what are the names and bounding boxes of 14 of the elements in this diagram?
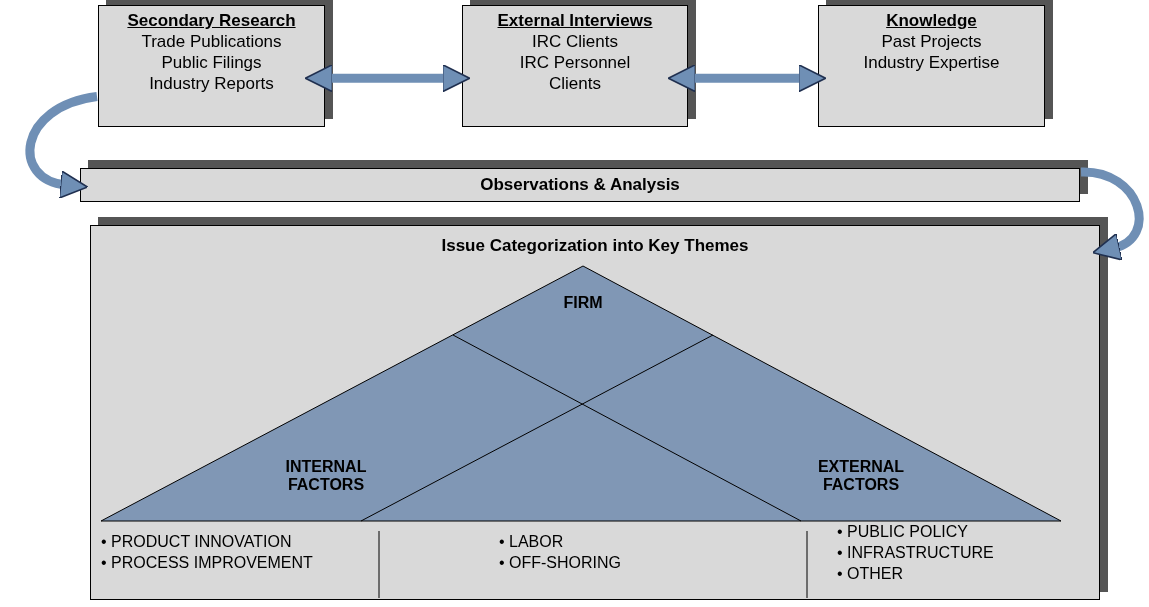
factor-item: • PUBLIC POLICY xyxy=(837,522,969,542)
factor-item: • OTHER xyxy=(837,564,905,584)
factor-item: • PROCESS IMPROVEMENT xyxy=(101,553,313,573)
factor-item: • OFF-SHORING xyxy=(499,553,622,573)
arrow xyxy=(1080,167,1144,260)
triangle-label: INTERNAL FACTORS xyxy=(256,458,396,502)
factor-item: • PRODUCT INNOVATION xyxy=(101,532,293,552)
arrow xyxy=(25,92,98,198)
triangle-label: FIRM xyxy=(543,294,623,318)
factor-item: • LABOR xyxy=(499,532,565,552)
arrow xyxy=(304,63,471,93)
factor-item: • INFRASTRUCTURE xyxy=(837,543,994,563)
triangle-label: EXTERNAL FACTORS xyxy=(791,458,931,502)
arrow xyxy=(667,63,827,93)
